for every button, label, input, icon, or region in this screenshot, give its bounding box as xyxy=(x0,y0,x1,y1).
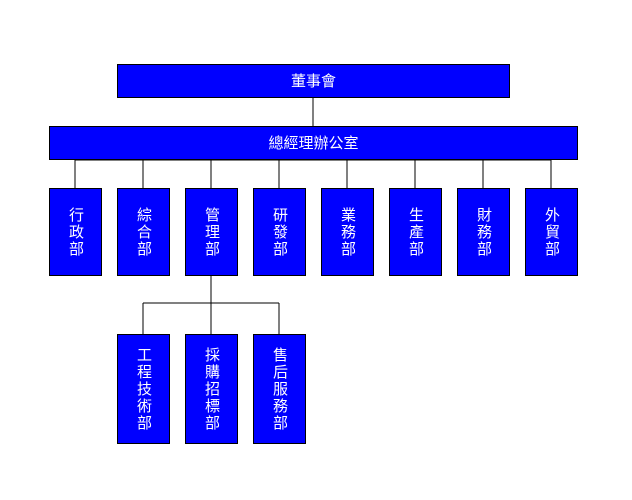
subunit-box-engineering: 工程技術部 xyxy=(117,334,170,444)
subunit-box-after-sales: 售后服務部 xyxy=(253,334,306,444)
dept-box-management: 管理部 xyxy=(185,188,238,276)
dept-box-rnd: 研發部 xyxy=(253,188,306,276)
board-label: 董事會 xyxy=(290,71,336,90)
dept-label: 行政部 xyxy=(67,206,85,258)
subunit-label: 工程技術部 xyxy=(135,346,153,432)
dept-box-admin: 行政部 xyxy=(49,188,102,276)
general-office-label: 總經理辦公室 xyxy=(268,133,359,152)
dept-box-foreign-trade: 外貿部 xyxy=(525,188,578,276)
dept-box-sales: 業務部 xyxy=(321,188,374,276)
dept-label: 管理部 xyxy=(203,206,221,258)
subunit-label: 售后服務部 xyxy=(271,346,289,432)
dept-label: 外貿部 xyxy=(543,206,561,258)
dept-label: 業務部 xyxy=(339,206,357,258)
subunit-box-procurement: 採購招標部 xyxy=(185,334,238,444)
dept-box-general: 綜合部 xyxy=(117,188,170,276)
general-office-box: 總經理辦公室 xyxy=(49,126,578,160)
dept-box-finance: 財務部 xyxy=(457,188,510,276)
subunit-label: 採購招標部 xyxy=(203,346,221,432)
dept-label: 財務部 xyxy=(475,206,493,258)
board-box: 董事會 xyxy=(117,64,510,98)
dept-label: 綜合部 xyxy=(135,206,153,258)
dept-label: 生產部 xyxy=(407,206,425,258)
dept-label: 研發部 xyxy=(271,206,289,258)
dept-box-production: 生產部 xyxy=(389,188,442,276)
